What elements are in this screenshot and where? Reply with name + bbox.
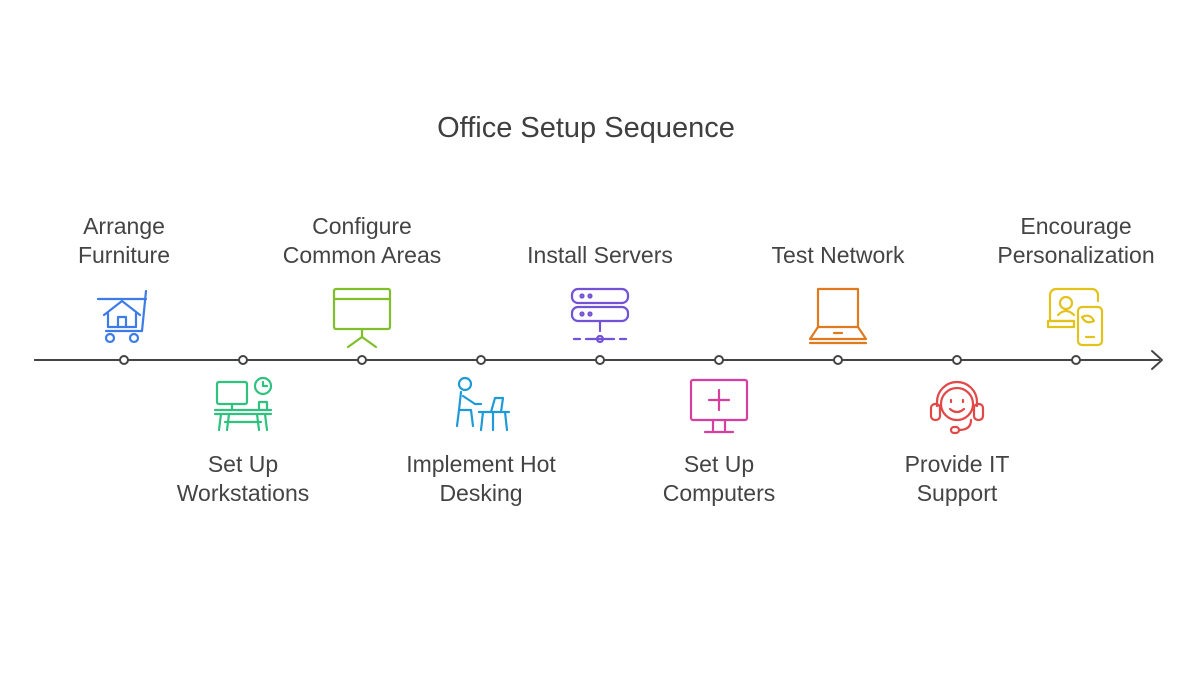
workstation-icon (213, 376, 273, 432)
timeline-marker (833, 355, 843, 365)
step-label: Set Up Workstations (138, 450, 348, 508)
step-label: Set Up Computers (614, 450, 824, 508)
timeline-marker (238, 355, 248, 365)
timeline-marker (476, 355, 486, 365)
step-label-line: Support (916, 480, 998, 506)
server-rack-icon (570, 287, 630, 344)
step-label-line: Computers (662, 480, 776, 506)
step-label-line: Provide IT (904, 451, 1010, 477)
timeline-arrowhead (1151, 350, 1163, 370)
furniture-cart-icon (96, 289, 148, 344)
step-label: Test Network (733, 241, 943, 270)
timeline-marker (1071, 355, 1081, 365)
presentation-board-icon (332, 287, 392, 349)
step-label-line: Encourage (1020, 213, 1132, 239)
laptop-icon (808, 287, 868, 345)
headset-icon (929, 380, 985, 435)
step-label-line: Common Areas (282, 242, 442, 268)
step-label-line: Workstations (176, 480, 310, 506)
step-label-line: Install Servers (527, 242, 673, 268)
step-label-line: Test Network (771, 242, 905, 268)
timeline-marker (595, 355, 605, 365)
step-label-line: Configure (312, 213, 412, 239)
monitor-icon (689, 378, 749, 434)
personalization-icon (1046, 287, 1104, 347)
timeline-marker (714, 355, 724, 365)
step-label: Install Servers (495, 241, 705, 270)
step-label-line: Set Up (207, 451, 279, 477)
diagram-title: Office Setup Sequence (437, 112, 735, 144)
step-label-line: Implement Hot (406, 451, 556, 477)
step-label-line: Personalization (997, 242, 1155, 268)
timeline-marker (952, 355, 962, 365)
step-label-line: Set Up (683, 451, 755, 477)
step-label: Provide IT Support (852, 450, 1062, 508)
timeline-marker (119, 355, 129, 365)
step-label-line: Arrange (83, 213, 165, 239)
step-label-line: Furniture (77, 242, 171, 268)
person-at-desk-icon (455, 376, 511, 432)
timeline-marker (357, 355, 367, 365)
step-label-line: Desking (439, 480, 523, 506)
